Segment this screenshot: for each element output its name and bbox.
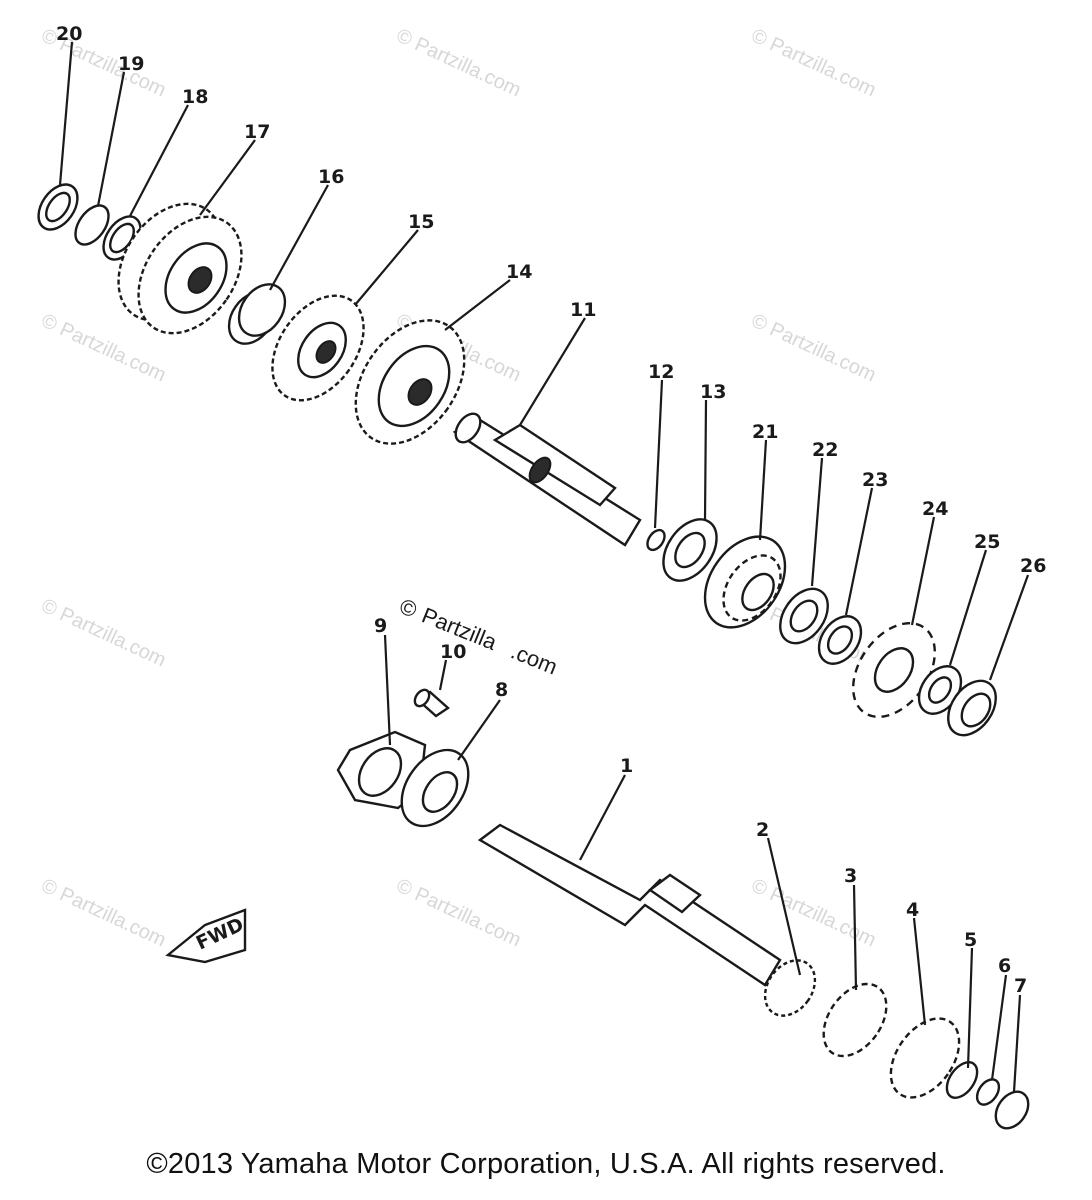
- part-22-collar: [779, 587, 829, 645]
- part-21-bearing: [703, 535, 787, 629]
- callout-12: 12: [648, 361, 674, 383]
- watermark: © Partzilla.com: [38, 595, 169, 672]
- part-17-gear: [117, 202, 243, 335]
- watermark: © Partzilla.com: [393, 25, 524, 102]
- part-6-clip: [975, 1078, 1001, 1106]
- part-5-washer: [945, 1061, 979, 1099]
- watermark-domain: .com: [507, 638, 561, 679]
- copyright-notice: ©2013 Yamaha Motor Corporation, U.S.A. A…: [146, 1148, 946, 1180]
- drive-axle-assembly: [37, 183, 997, 737]
- part-26-nut: [947, 679, 997, 737]
- leader-lines: [58, 41, 1030, 1093]
- callout-labels: 20 19 18 17 16 15 14 11 12 13 21 22 23 2…: [56, 23, 1046, 997]
- callout-9: 9: [374, 615, 387, 637]
- part-4-gear: [889, 1017, 961, 1099]
- copyright-symbol: ©: [396, 593, 420, 622]
- part-16-collar: [227, 283, 287, 345]
- part-13-washer: [662, 518, 718, 582]
- callout-5: 5: [964, 929, 977, 951]
- part-20-washer: [37, 183, 79, 231]
- part-10-screw: [413, 688, 450, 718]
- part-7-cap: [994, 1090, 1030, 1130]
- watermark: © Partzilla.com: [38, 875, 169, 952]
- callout-23: 23: [862, 469, 888, 491]
- callout-4: 4: [906, 899, 919, 921]
- callout-20: 20: [56, 23, 82, 45]
- callout-3: 3: [844, 865, 857, 887]
- part-19-circlip: [74, 204, 110, 246]
- callout-1: 1: [620, 755, 633, 777]
- main-axle-assembly: [336, 688, 1030, 1130]
- part-8-bearing: [400, 748, 470, 828]
- callout-6: 6: [998, 955, 1011, 977]
- part-1-shaft: [477, 823, 782, 987]
- callout-26: 26: [1020, 555, 1046, 577]
- part-2-spring: [763, 959, 817, 1017]
- watermark: © Partzilla.com: [393, 875, 524, 952]
- part-3-gear: [822, 982, 888, 1058]
- part-23-seal: [817, 615, 863, 665]
- callout-21: 21: [752, 421, 778, 443]
- part-12-washer: [646, 528, 666, 552]
- fwd-direction-arrow: FWD: [165, 908, 247, 964]
- callout-10: 10: [440, 641, 466, 663]
- callout-15: 15: [408, 211, 434, 233]
- callout-17: 17: [244, 121, 270, 143]
- watermark-layer: © Partzilla.com © Partzilla.com © Partzi…: [38, 25, 879, 952]
- callout-11: 11: [570, 299, 596, 321]
- part-11-shaft: [452, 412, 642, 547]
- callout-14: 14: [506, 261, 532, 283]
- callout-24: 24: [922, 498, 948, 520]
- callout-2: 2: [756, 819, 769, 841]
- callout-19: 19: [118, 53, 144, 75]
- callout-25: 25: [974, 531, 1000, 553]
- callout-22: 22: [812, 439, 838, 461]
- callout-7: 7: [1014, 975, 1027, 997]
- callout-13: 13: [700, 381, 726, 403]
- center-watermark: © Partzilla .com: [396, 593, 561, 679]
- callout-16: 16: [318, 166, 344, 188]
- watermark: © Partzilla.com: [748, 310, 879, 387]
- part-14-gear: [354, 319, 466, 445]
- watermark: © Partzilla.com: [748, 875, 879, 952]
- callout-18: 18: [182, 86, 208, 108]
- watermark: © Partzilla.com: [748, 25, 879, 102]
- callout-8: 8: [495, 679, 508, 701]
- part-15-gear: [271, 294, 365, 402]
